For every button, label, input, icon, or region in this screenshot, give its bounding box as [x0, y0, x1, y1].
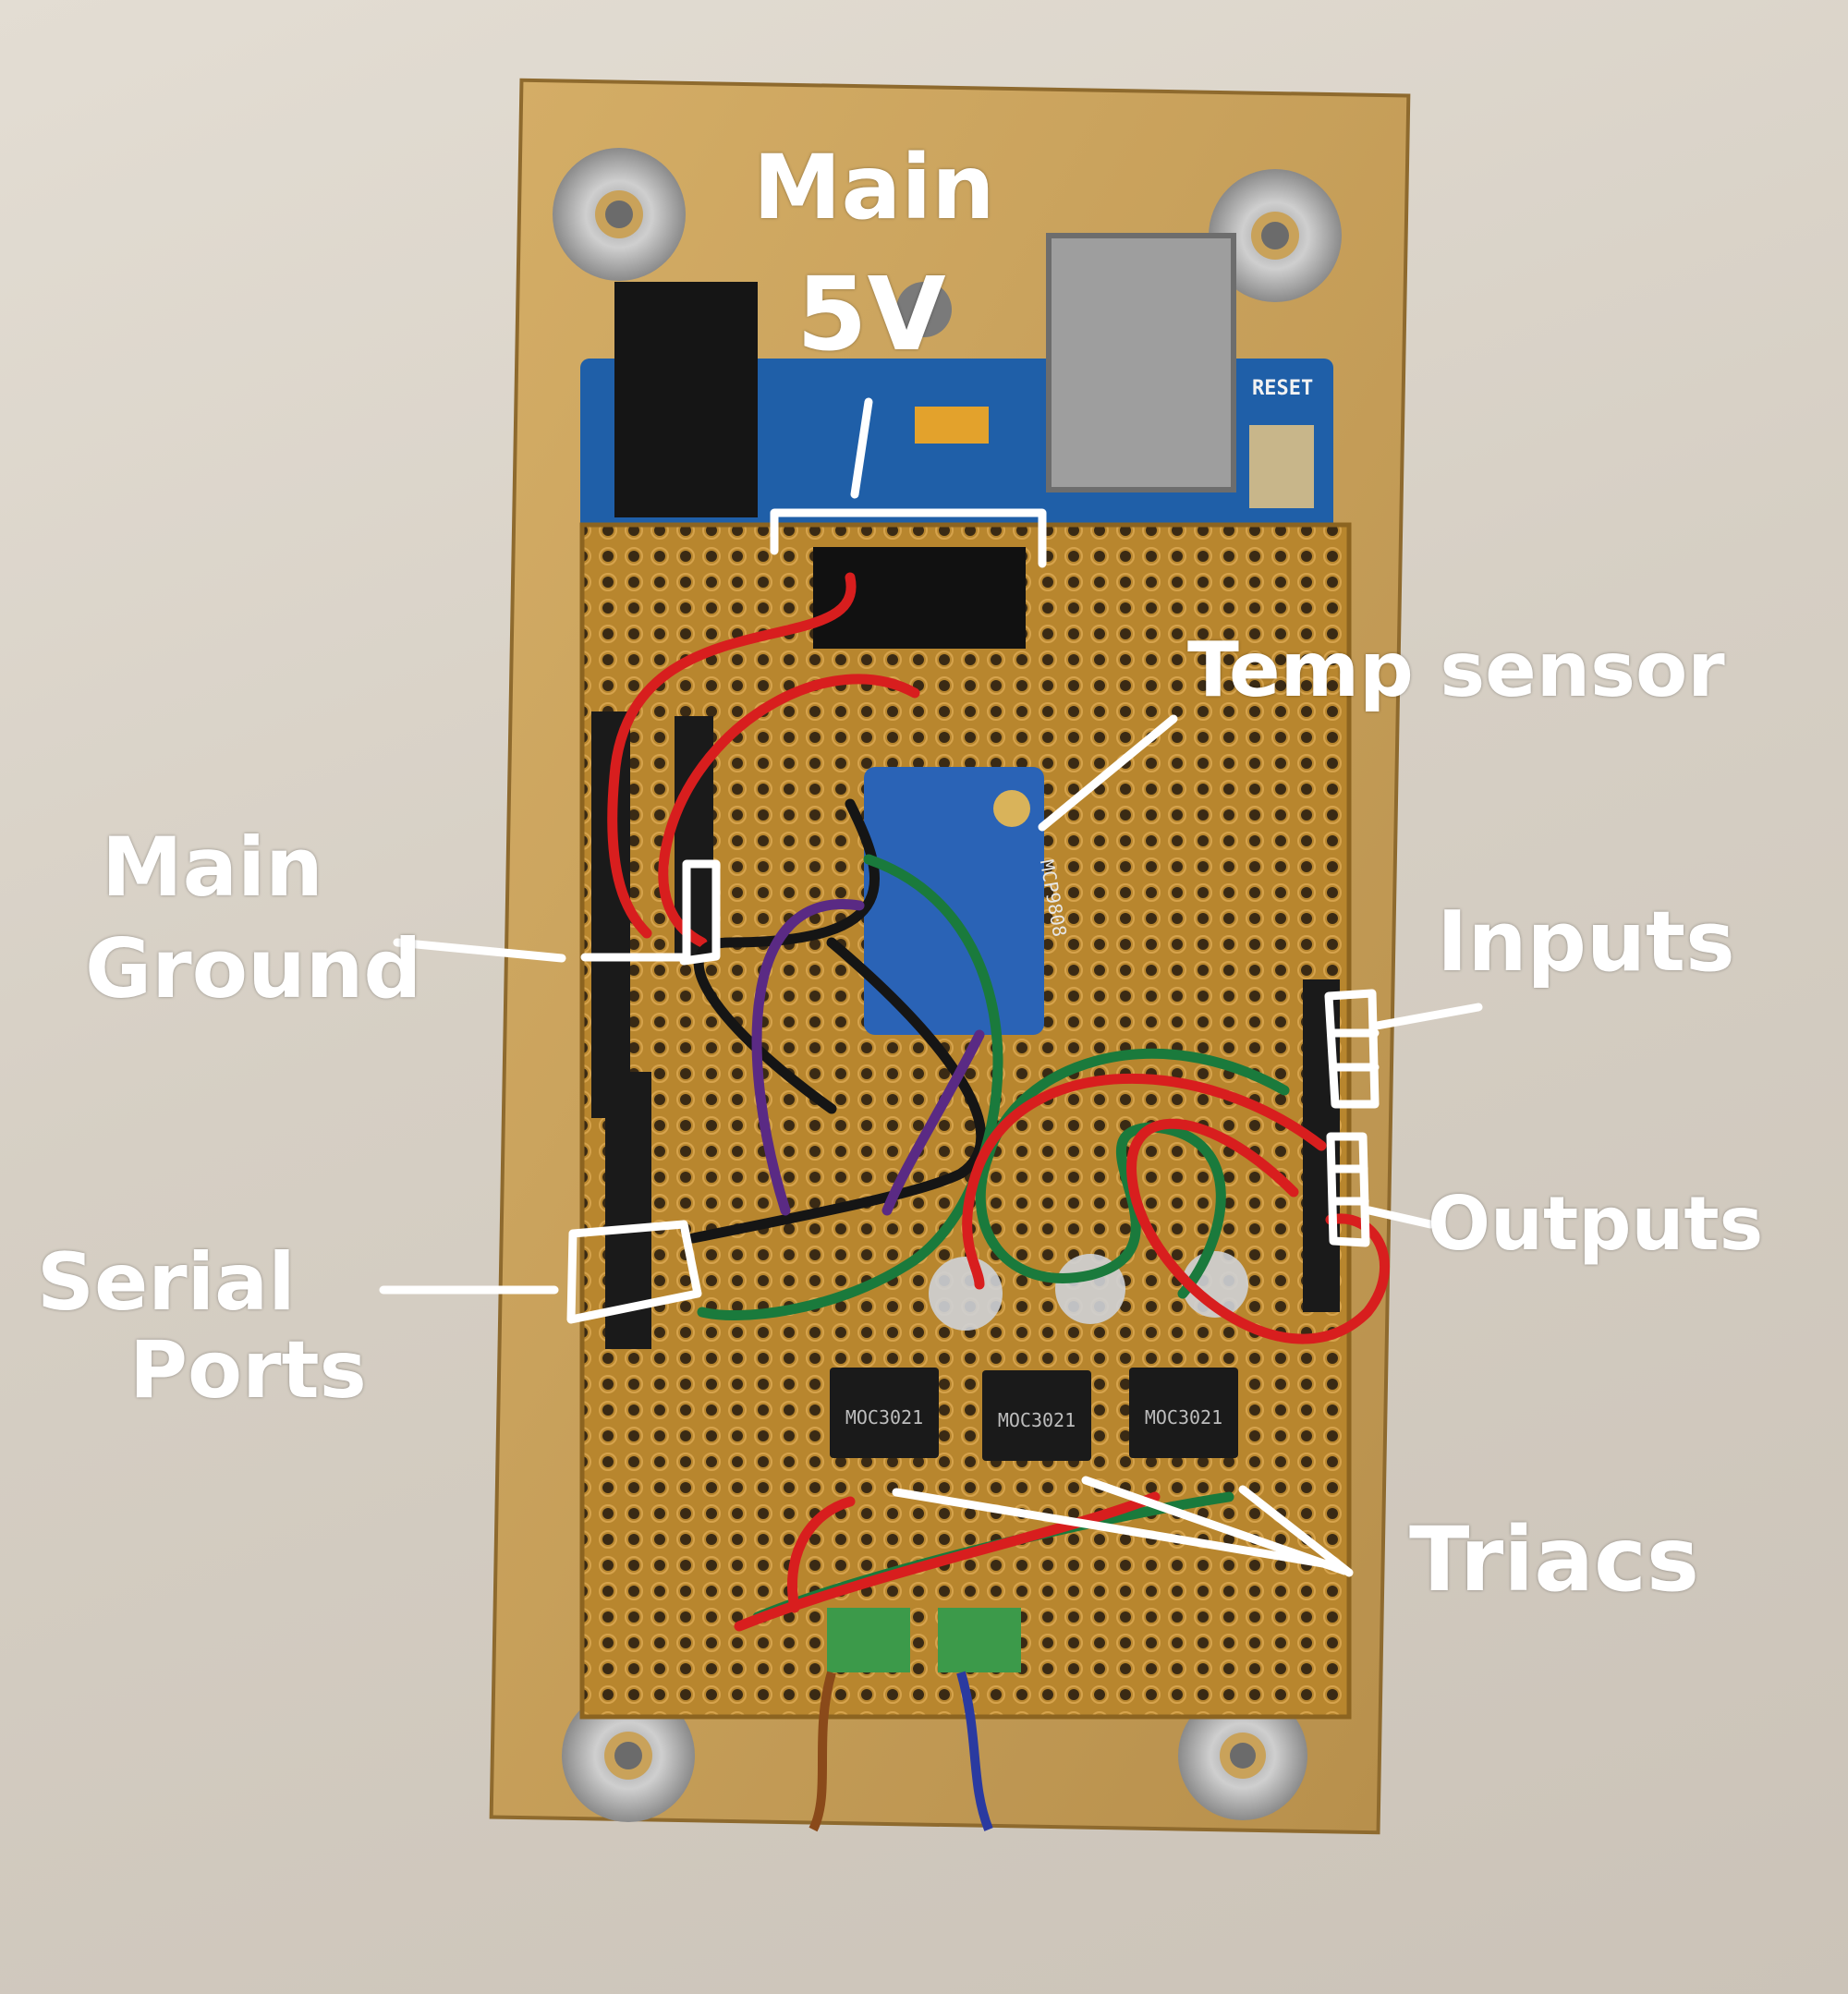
- serial-ports-label-line1: Serial: [37, 1236, 296, 1329]
- inputs-label: Inputs: [1437, 894, 1735, 991]
- optocoupler-2: [982, 1370, 1091, 1461]
- main-5v-label-line1: Main: [753, 136, 995, 239]
- jumper-wires: [607, 572, 1390, 1632]
- reset-label: RESET: [1252, 377, 1314, 400]
- main-ground-label-line2: Ground: [85, 921, 422, 1016]
- optocoupler-2-marking: MOC3021: [997, 1409, 1076, 1431]
- temp-sensor-breakout: [864, 767, 1044, 1035]
- triacs-label: Triacs: [1409, 1508, 1700, 1611]
- annotation-marks: [379, 397, 1483, 1577]
- optocoupler-3-marking: MOC3021: [1144, 1406, 1223, 1429]
- optocoupler-1-marking: MOC3021: [845, 1406, 924, 1429]
- optocoupler-3: [1129, 1368, 1238, 1458]
- outputs-label: Outputs: [1428, 1181, 1764, 1267]
- main-5v-label-line2: 5V: [796, 255, 946, 373]
- main-ground-label-line1: Main: [102, 820, 323, 915]
- optocoupler-1: [830, 1368, 939, 1458]
- serial-ports-label-line2: Ports: [129, 1324, 367, 1416]
- temp-sensor-label: Temp sensor: [1187, 626, 1725, 714]
- terminal-block-1: [827, 1608, 910, 1672]
- terminal-block-2: [938, 1608, 1021, 1672]
- mounting-washers: [553, 148, 1342, 1822]
